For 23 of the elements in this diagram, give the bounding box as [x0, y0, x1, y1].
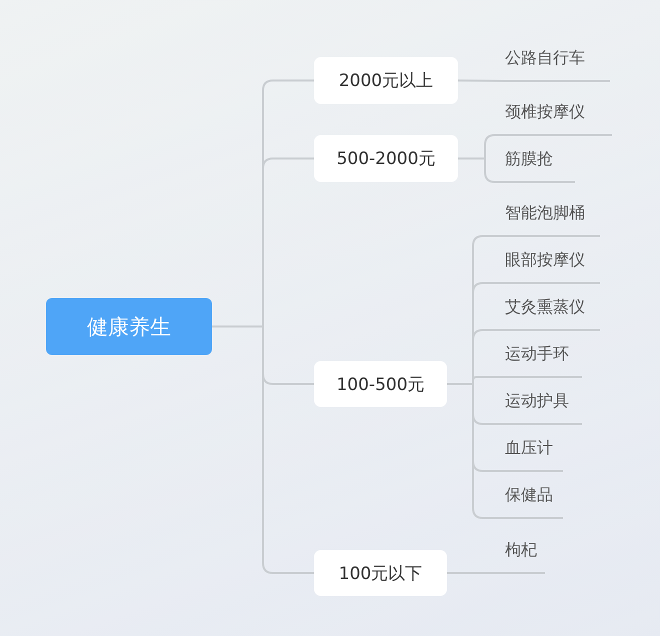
- leaf-topic: 眼部按摩仪: [505, 248, 600, 284]
- connector-line: [447, 572, 505, 574]
- topic-label: 2000元以上: [338, 70, 434, 92]
- branch-topic-box: [314, 550, 447, 596]
- branch-topic-box: [314, 361, 447, 407]
- leaf-topic: 血压计: [505, 436, 563, 472]
- leaf-topic: 艾灸熏蒸仪: [505, 295, 600, 331]
- leaf-topic: 保健品: [505, 483, 563, 519]
- leaf-topic: 筋膜抢: [505, 147, 575, 183]
- topic-label: 100-500元: [336, 374, 425, 396]
- leaf-topic: 颈椎按摩仪: [505, 100, 612, 136]
- leaf-topic: 智能泡脚桶: [505, 201, 600, 237]
- leaf-topic: 运动护具: [505, 389, 582, 425]
- leaf-topic: 公路自行车: [505, 46, 610, 82]
- branch-topic-box: [314, 135, 458, 182]
- branch-topic-box: [314, 57, 458, 104]
- topic-label: 500-2000元: [336, 148, 436, 170]
- topic-label: 100元以下: [338, 562, 422, 584]
- leaf-topic: 枸杞: [505, 538, 545, 574]
- topic-label: 健康养生: [87, 314, 171, 340]
- root-topic-box: [46, 298, 212, 355]
- connector-line: [458, 80, 506, 82]
- leaf-topic: 运动手环: [505, 342, 582, 378]
